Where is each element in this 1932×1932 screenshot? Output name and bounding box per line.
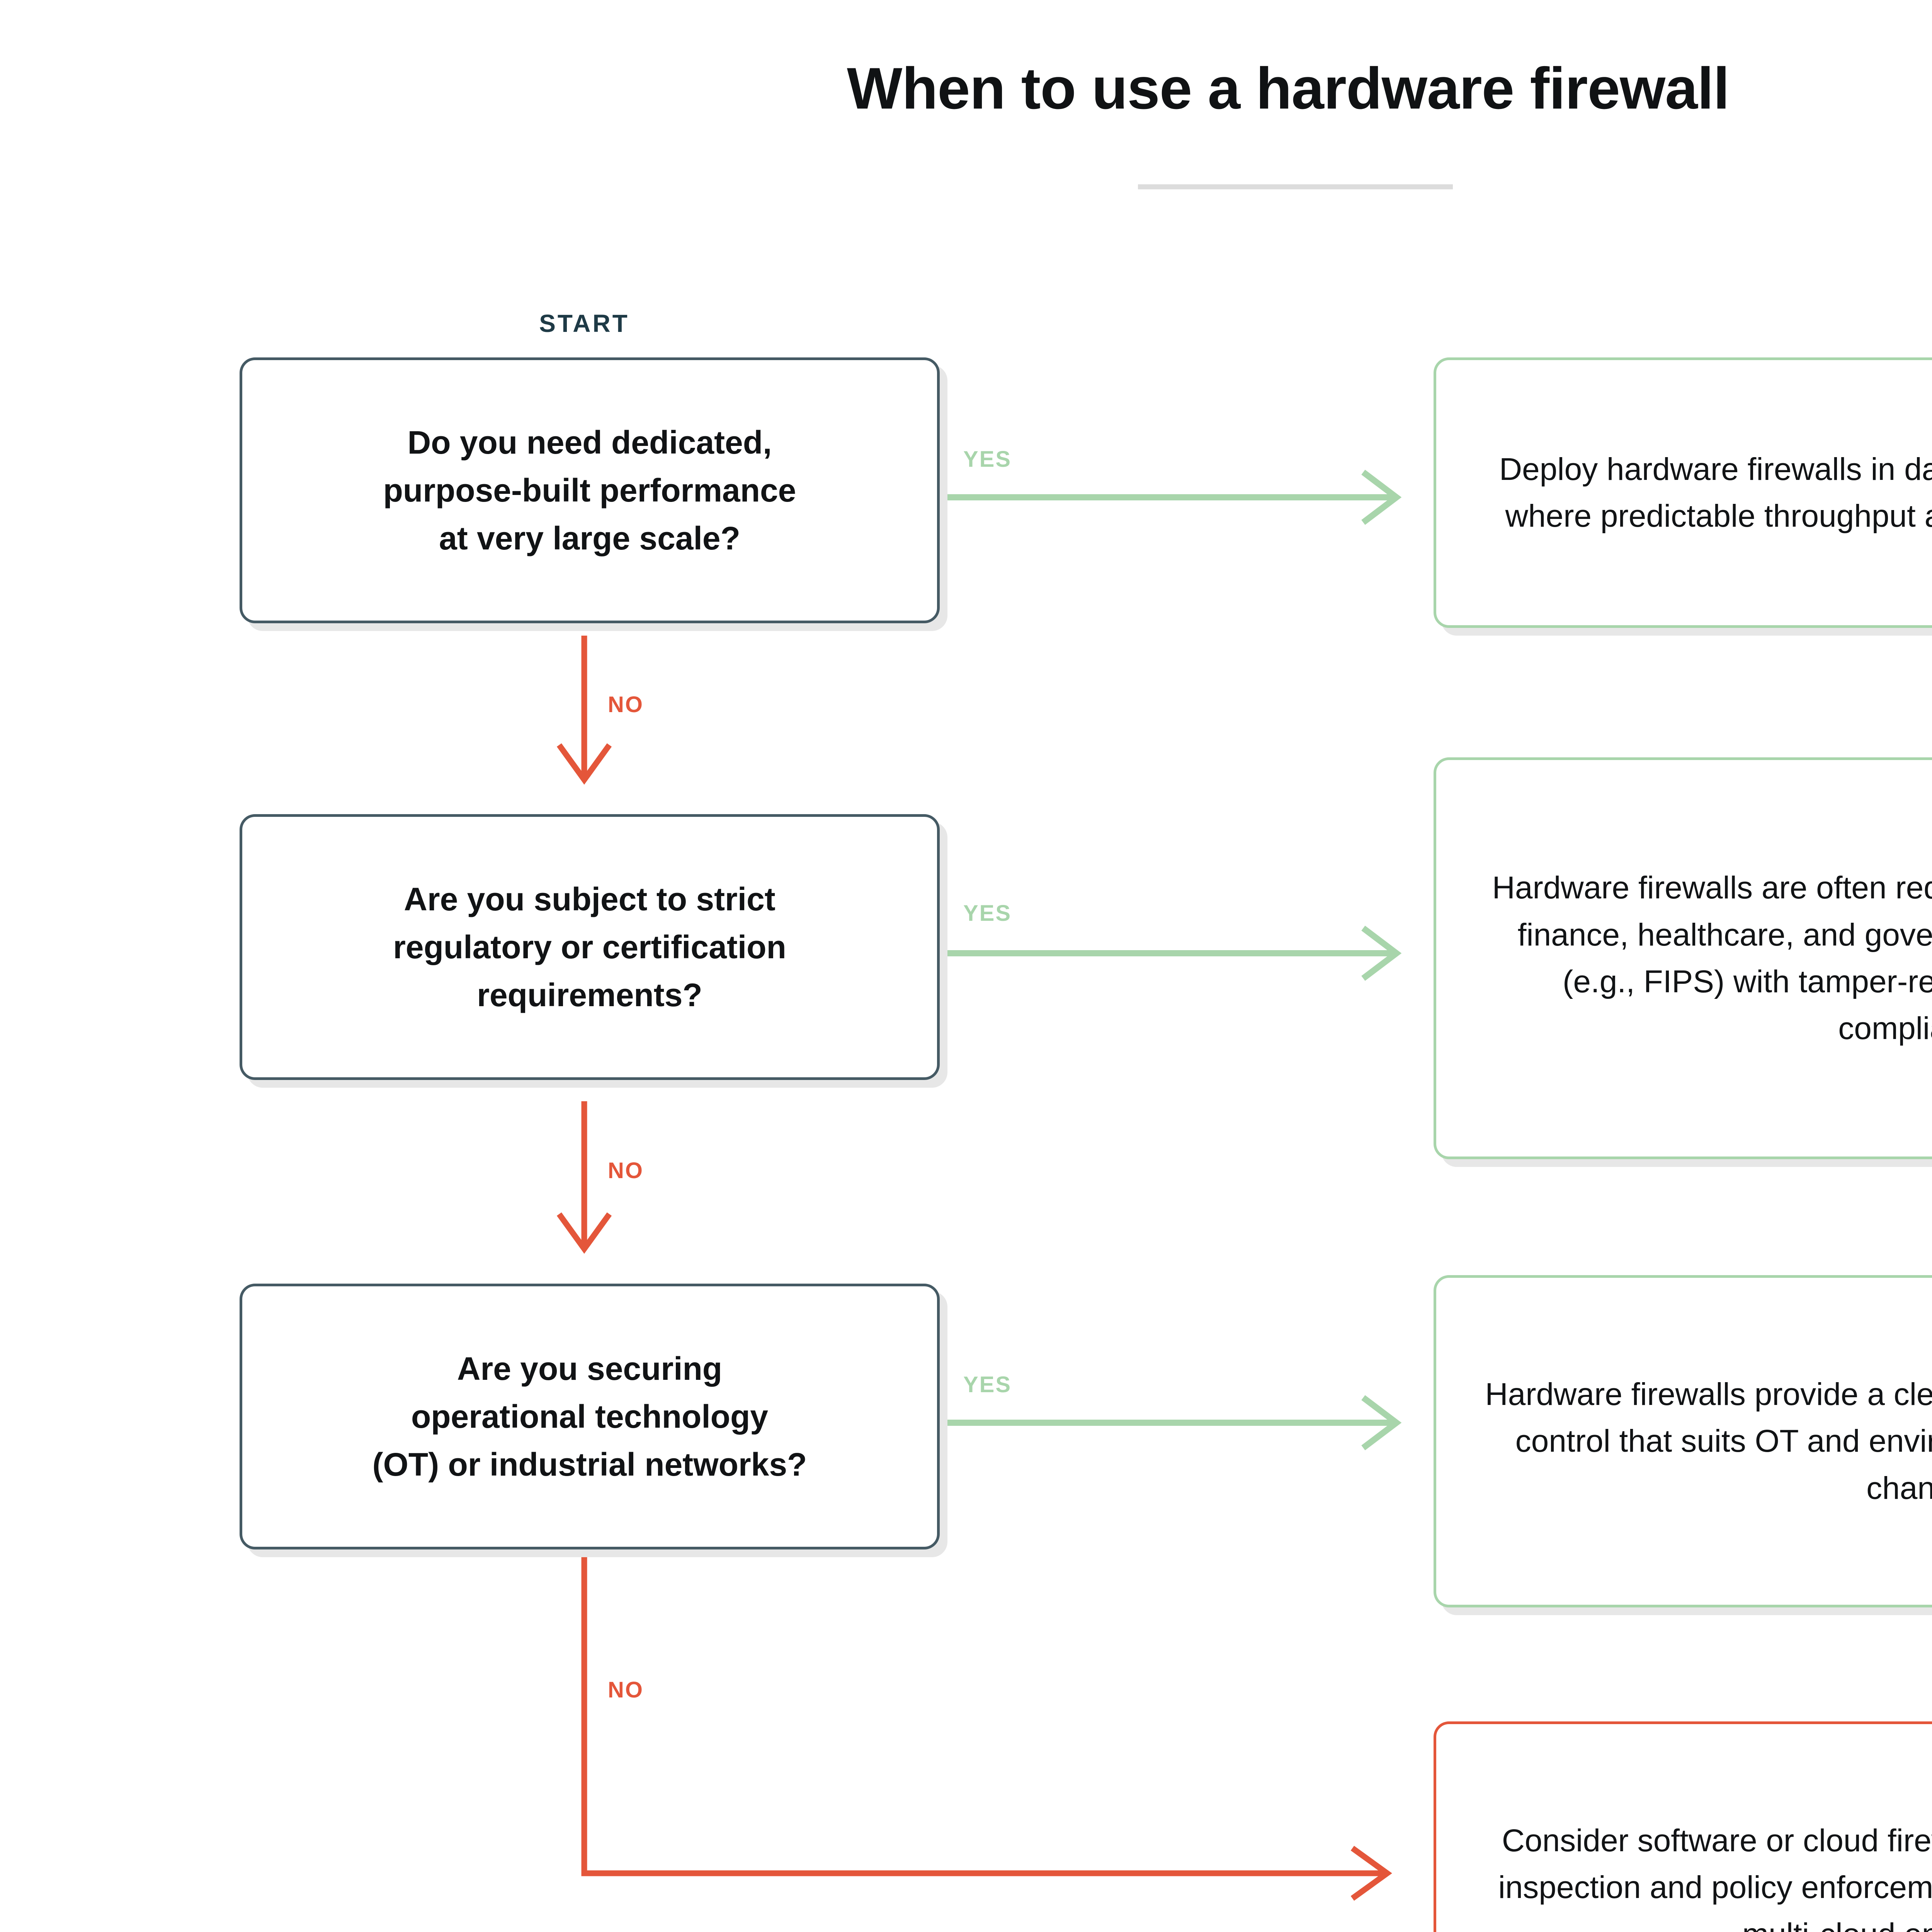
outcome-node-text: Hardware firewalls provide a clear, phys… bbox=[1485, 1376, 1932, 1506]
edge-label-yes-3: YES bbox=[963, 1372, 1012, 1397]
page-title: When to use a hardware firewall bbox=[847, 56, 1730, 121]
decision-node-text: Are you securing operational technology … bbox=[372, 1350, 807, 1483]
outcome-node-ot-point-of-control[interactable]: Hardware firewalls provide a clear, phys… bbox=[1434, 1275, 1932, 1607]
outcome-node-software-cloud-firewalls[interactable]: Consider software or cloud firewalls, wh… bbox=[1434, 1721, 1932, 1932]
edge-no-1-arrow bbox=[556, 636, 612, 785]
outcome-node-text: Consider software or cloud firewalls, wh… bbox=[1498, 1823, 1932, 1932]
edge-label-no-1: NO bbox=[608, 692, 644, 717]
edge-label-yes-2: YES bbox=[963, 901, 1012, 926]
start-label: START bbox=[539, 310, 629, 337]
title-divider bbox=[1138, 184, 1453, 189]
decision-node-regulatory-certification[interactable]: Are you subject to strict regulatory or … bbox=[240, 814, 940, 1080]
decision-node-text: Do you need dedicated, purpose-built per… bbox=[383, 424, 796, 557]
outcome-node-text: Deploy hardware firewalls in data center… bbox=[1499, 451, 1932, 534]
decision-node-operational-technology[interactable]: Are you securing operational technology … bbox=[240, 1284, 940, 1549]
edge-no-3-arrow bbox=[581, 1553, 1392, 1901]
outcome-node-data-centers[interactable]: Deploy hardware firewalls in data center… bbox=[1434, 357, 1932, 628]
edge-label-no-3: NO bbox=[608, 1677, 644, 1702]
edge-yes-1-arrow bbox=[947, 469, 1402, 525]
outcome-node-text: Hardware firewalls are often required in… bbox=[1492, 870, 1932, 1046]
edge-yes-2-arrow bbox=[947, 925, 1402, 981]
outcome-node-regulated-sectors[interactable]: Hardware firewalls are often required in… bbox=[1434, 757, 1932, 1159]
edge-yes-3-arrow bbox=[947, 1395, 1402, 1451]
title-block: When to use a hardware firewall bbox=[0, 56, 1932, 189]
edge-label-no-2: NO bbox=[608, 1158, 644, 1183]
decision-node-text: Are you subject to strict regulatory or … bbox=[393, 881, 786, 1014]
edge-no-2-arrow bbox=[556, 1101, 612, 1254]
edge-label-yes-1: YES bbox=[963, 447, 1012, 472]
decision-node-performance-scale[interactable]: Do you need dedicated, purpose-built per… bbox=[240, 357, 940, 623]
